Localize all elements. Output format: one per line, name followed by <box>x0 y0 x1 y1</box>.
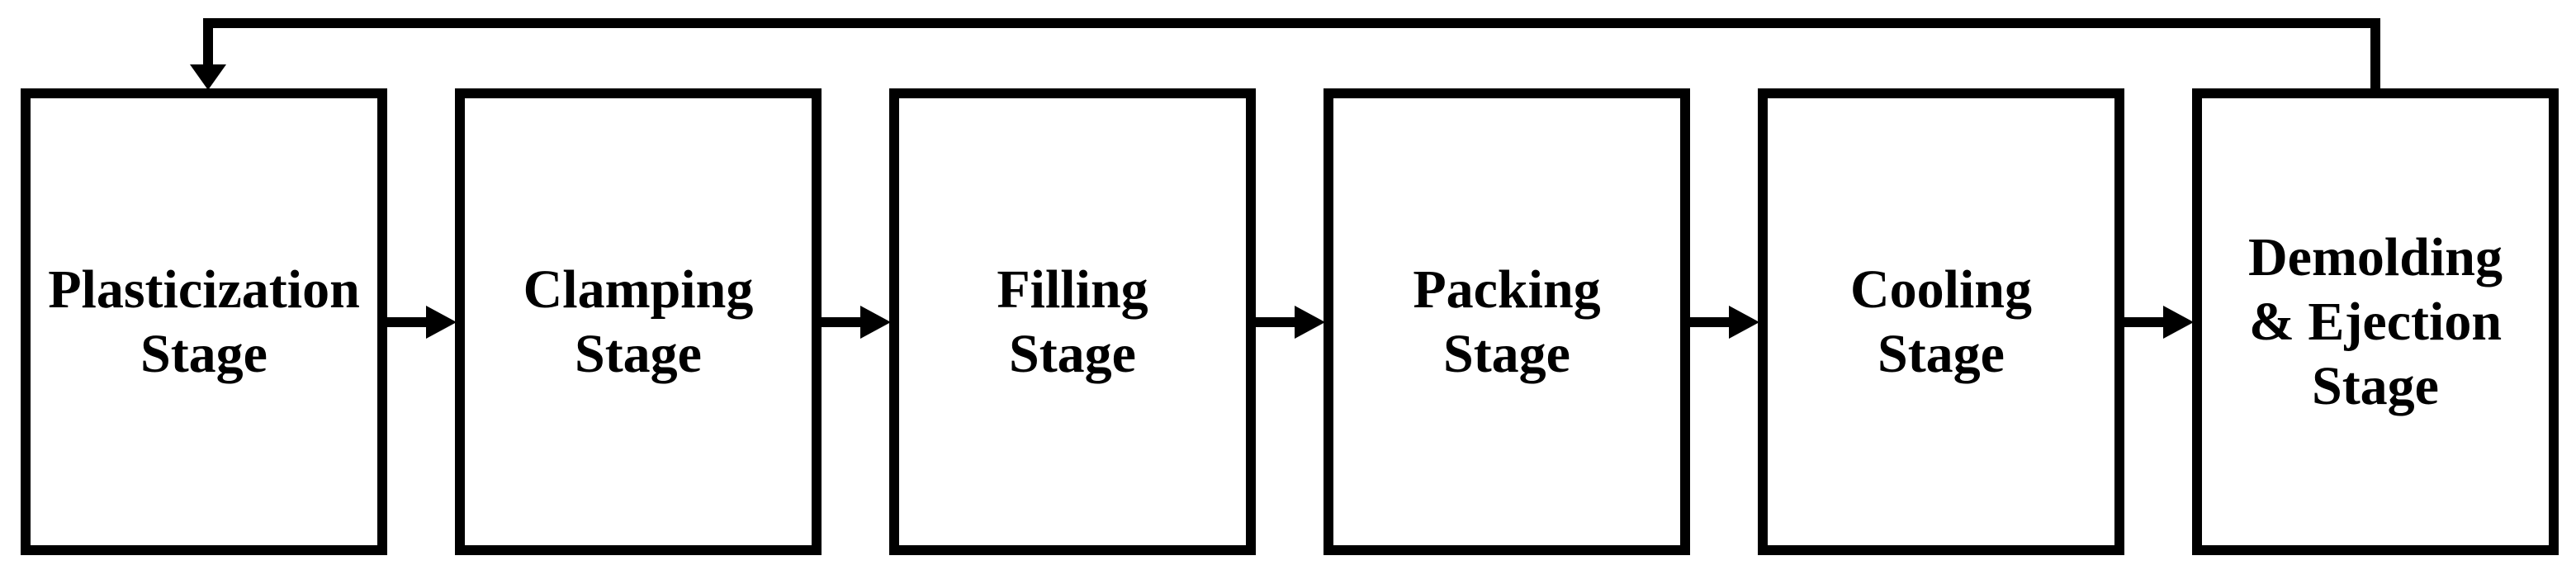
flow-arrow-4-icon <box>1688 306 1759 339</box>
stage-label-line: Stage <box>2312 355 2439 416</box>
flow-arrow-5-icon <box>2123 306 2194 339</box>
feedback-loop-top-line <box>203 18 2380 28</box>
stage-label-line: Stage <box>140 323 268 384</box>
stage-box-demolding-ejection: Demolding & Ejection Stage <box>2192 88 2559 555</box>
feedback-loop-drop-line <box>203 18 213 66</box>
arrow-shaft <box>386 317 429 327</box>
stage-label-line: Stage <box>1009 323 1136 384</box>
flow-arrow-1-icon <box>386 306 457 339</box>
arrow-shaft <box>1688 317 1731 327</box>
stage-label-line: Stage <box>575 323 702 384</box>
stage-box-plasticization: Plasticization Stage <box>21 88 387 555</box>
stage-box-clamping: Clamping Stage <box>455 88 822 555</box>
feedback-arrowhead-down-icon <box>190 64 226 90</box>
stage-label-line: Demolding <box>2247 226 2503 287</box>
arrow-head <box>426 306 457 339</box>
stage-box-packing: Packing Stage <box>1324 88 1690 555</box>
feedback-loop-rise-line <box>2370 18 2380 97</box>
stage-box-cooling: Cooling Stage <box>1758 88 2124 555</box>
stage-label-line: Clamping <box>523 259 754 320</box>
arrow-head <box>2163 306 2194 339</box>
stage-label-line: Filling <box>997 259 1148 320</box>
arrow-shaft <box>2123 317 2166 327</box>
arrow-shaft <box>1254 317 1297 327</box>
stage-label-line: Cooling <box>1849 259 2033 320</box>
stage-label-line: Stage <box>1878 323 2005 384</box>
arrow-head <box>860 306 891 339</box>
stage-label-line: Stage <box>1443 323 1570 384</box>
arrow-shaft <box>820 317 863 327</box>
arrow-head <box>1729 306 1759 339</box>
stage-box-filling: Filling Stage <box>889 88 1256 555</box>
stage-label-line: Plasticization <box>48 259 360 320</box>
flow-arrow-2-icon <box>820 306 891 339</box>
arrow-head <box>1295 306 1325 339</box>
stage-label-line: & Ejection <box>2248 291 2503 352</box>
stage-label-line: Packing <box>1413 259 1601 320</box>
flow-arrow-3-icon <box>1254 306 1325 339</box>
